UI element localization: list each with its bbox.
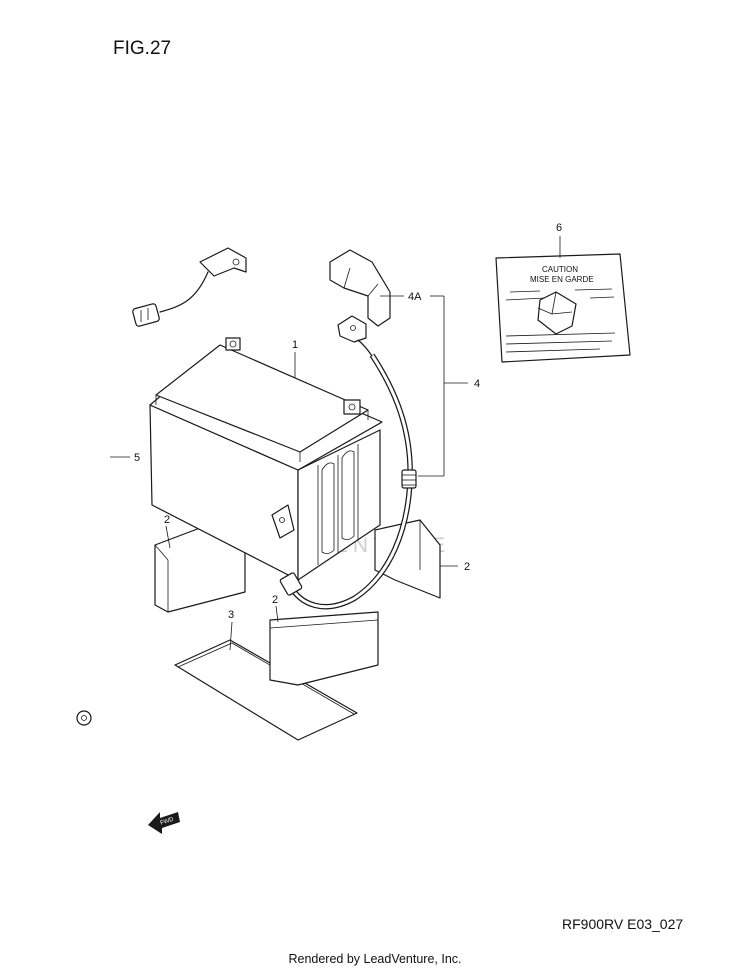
callout-2-right: 2 [464,561,470,573]
model-code: RF900RV E03_027 [562,916,684,932]
part-1-battery[interactable] [149,337,383,581]
caution-subheading: MISE EN GARDE [530,275,594,284]
callout-5: 5 [134,452,140,464]
footer-credit: Rendered by LeadVenture, Inc. [288,952,462,966]
callout-4a: 4A [408,291,422,303]
callout-1: 1 [292,339,298,351]
leader-lines [110,236,561,651]
fwd-arrow-icon: FWD [148,812,180,834]
callout-3: 3 [228,609,234,621]
callout-2-bottom: 2 [272,594,278,606]
part-2-pad-right[interactable] [374,519,441,599]
part-3-tray-plate[interactable] [174,639,358,741]
part-5-negative-cable[interactable] [76,247,247,726]
callout-2-left: 2 [164,514,170,526]
part-4-positive-cable[interactable] [271,315,417,610]
part-4a-terminal-cover[interactable] [329,249,391,327]
figure-title: FIG.27 [113,38,172,59]
callout-6: 6 [556,222,562,234]
part-2-pad-bottom[interactable] [269,611,379,686]
part-6-caution-label[interactable]: CAUTION MISE EN GARDE [495,253,631,363]
fwd-arrow-text: FWD [160,817,175,827]
caution-heading: CAUTION [542,265,578,274]
callout-4: 4 [474,378,480,390]
